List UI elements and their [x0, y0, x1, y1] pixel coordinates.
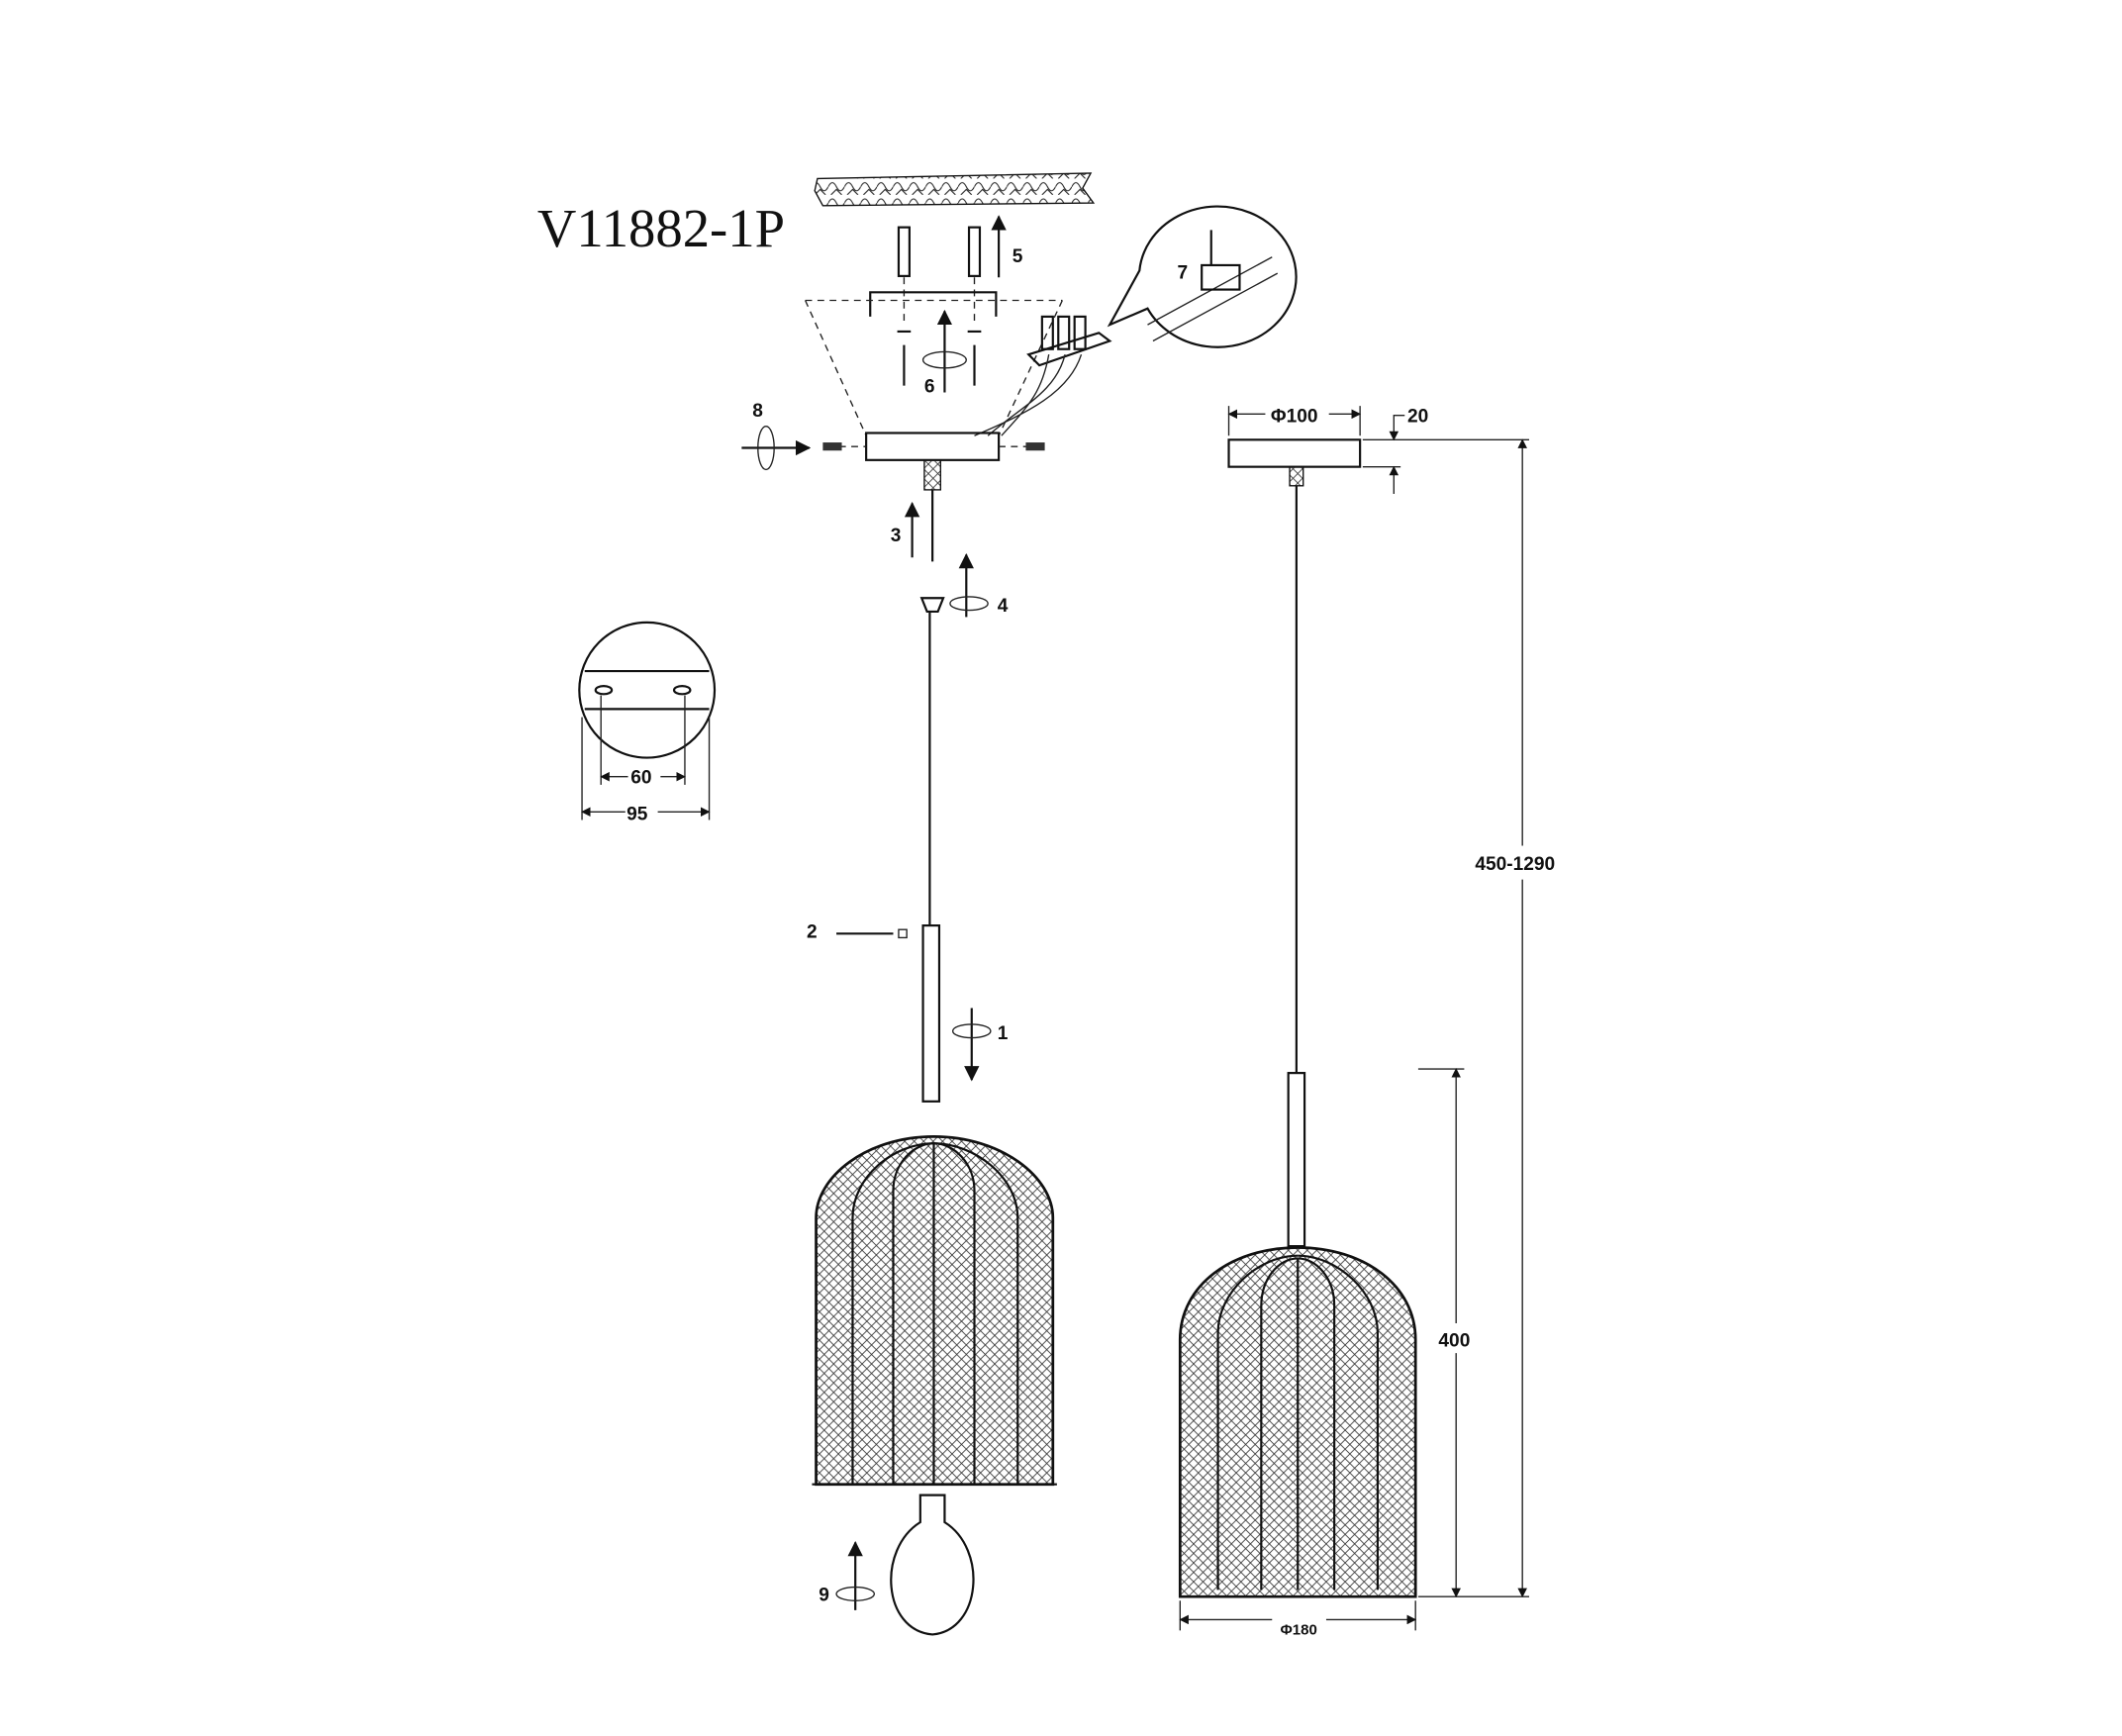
dim-shade-height: 400 [1438, 1330, 1470, 1351]
step-5-label: 5 [1013, 246, 1023, 267]
dimension-lines [1179, 406, 1530, 1631]
step-7-label: 7 [1178, 263, 1189, 284]
side-screw-left [822, 442, 842, 451]
shade-ribs [851, 1142, 1019, 1485]
step-6-label: 6 [924, 376, 935, 397]
dim-bracket-width: 95 [627, 804, 648, 824]
model-number-title: V11882-1P [537, 198, 785, 258]
dim-canopy-diameter: Φ100 [1271, 407, 1318, 428]
side-screw-right [1025, 442, 1045, 451]
canopy-assembled [1227, 438, 1362, 468]
canopy-exploded [865, 432, 1001, 461]
rotate-icon [835, 1586, 876, 1601]
light-bulb [890, 1494, 975, 1636]
cable-grip-assembled [1289, 465, 1304, 487]
step-8-label: 8 [752, 401, 763, 422]
step-4-label: 4 [998, 596, 1009, 617]
cord-grip [919, 597, 945, 614]
ceiling-hatch [814, 172, 1096, 207]
rotate-icon [757, 425, 775, 471]
step-1-label: 1 [998, 1023, 1009, 1044]
detail-callout [1107, 205, 1298, 348]
bracket-top-view [578, 621, 717, 820]
rotate-icon [951, 1023, 992, 1039]
step-2-label: 2 [807, 921, 818, 942]
rotate-icon [949, 596, 989, 612]
set-screw-icon [898, 928, 908, 939]
cable-grip [923, 459, 942, 491]
shade-ribs-assembled [1216, 1254, 1379, 1591]
lamp-holder-assembled [1287, 1072, 1306, 1248]
mounting-bracket [869, 291, 998, 317]
terminal-block [974, 315, 1112, 436]
canopy-projection [804, 299, 1063, 436]
dim-canopy-height: 20 [1407, 407, 1428, 428]
screw-icons [897, 330, 982, 386]
step-9-label: 9 [819, 1585, 829, 1605]
rotate-icon [921, 350, 967, 369]
dim-total-height: 450-1290 [1475, 854, 1555, 875]
lamp-holder-tube [921, 924, 941, 1103]
wiring-detail [1147, 230, 1279, 342]
wall-anchor-icons [897, 226, 982, 326]
dim-hole-spacing: 60 [630, 768, 651, 789]
step-3-label: 3 [891, 526, 902, 546]
dim-shade-diameter: Φ180 [1280, 1621, 1316, 1638]
